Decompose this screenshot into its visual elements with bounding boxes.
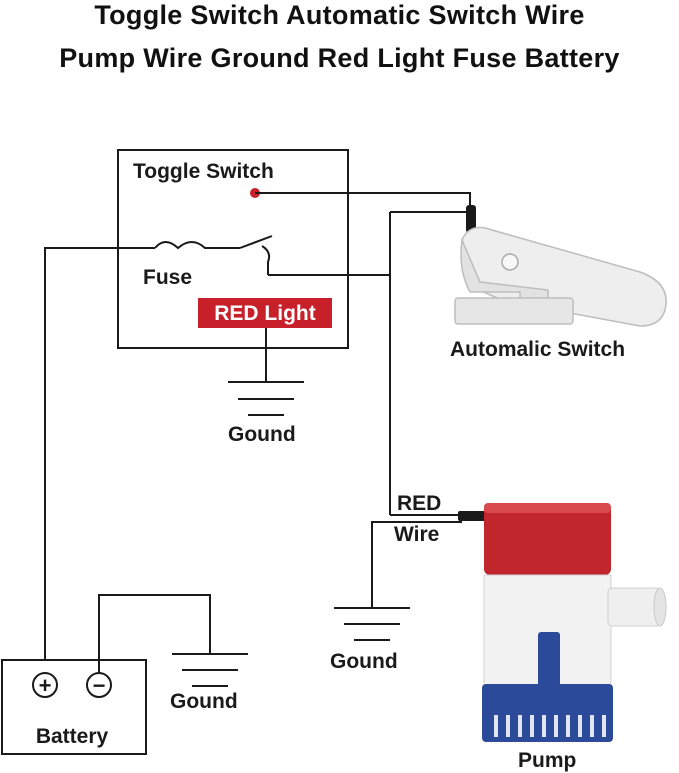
red-light-badge (198, 298, 332, 328)
ground-label-3: Gound (170, 690, 238, 713)
automatic-switch-label: Automalic Switch (450, 338, 625, 361)
toggle-lever (239, 235, 273, 249)
battery-label: Battery (36, 725, 109, 748)
ground-symbol-icon (172, 653, 248, 687)
toggle-switch-label: Toggle Switch (133, 160, 274, 183)
wire-battery-negative (98, 594, 211, 673)
fuse-label: Fuse (143, 266, 192, 289)
pump-cable-plug (458, 511, 486, 521)
ground-label-2: Gound (330, 650, 398, 673)
ground-symbol-icon (228, 381, 304, 416)
fuse-symbol (154, 241, 240, 250)
ground-symbol-icon (334, 607, 410, 641)
wire-battery-positive (44, 247, 155, 660)
header-line-1: Toggle Switch Automatic Switch Wire (94, 0, 585, 30)
red-light-label: RED Light (214, 302, 315, 325)
red-wire-label-line1: RED (397, 492, 441, 515)
toggle-contact (261, 245, 271, 275)
ground-label-1: Gound (228, 423, 296, 446)
battery-minus-sign: − (93, 673, 106, 698)
wire-toggle-to-float (255, 192, 471, 212)
float-switch-icon (454, 205, 667, 327)
wire-pump-ground (371, 521, 462, 608)
red-wire-label-line2: Wire (394, 523, 439, 546)
bilge-pump-icon (482, 503, 667, 742)
header-line-2: Pump Wire Ground Red Light Fuse Battery (59, 43, 620, 73)
battery-plus-sign: + (39, 673, 52, 698)
pump-label: Pump (518, 749, 576, 772)
